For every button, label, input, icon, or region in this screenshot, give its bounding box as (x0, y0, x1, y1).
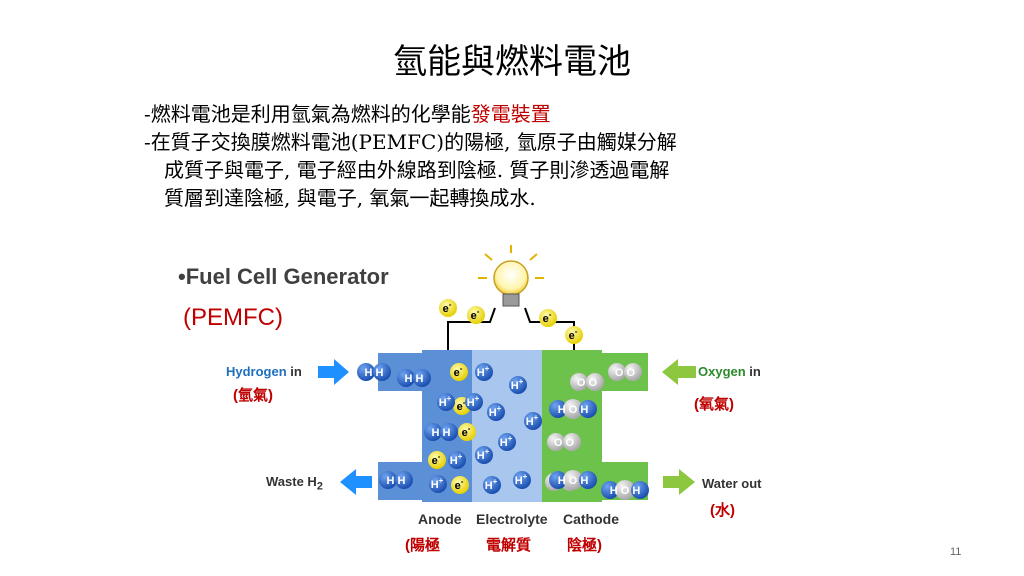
bullet-2-line-2: 成質子與電子, 電子經由外線路到陰極. 質子則滲透過電解 (164, 158, 670, 182)
proton-particle (448, 451, 466, 469)
water-o-atom (563, 399, 583, 419)
pemfc-label: (PEMFC) (183, 304, 283, 331)
hydrogen-molecule-atom (397, 369, 415, 387)
water-h-atom (631, 481, 649, 499)
electron-particle (539, 309, 557, 327)
proton-particle (475, 363, 493, 381)
water-out-arrow (663, 469, 695, 495)
electron-particle (439, 299, 457, 317)
bullet-2-line-3: 質層到達陰極, 與電子, 氧氣一起轉換成水. (164, 186, 536, 210)
bullet-1-text: -燃料電池是利用氫氣為燃料的化學能 (144, 102, 471, 126)
electrolyte-label: Electrolyte (476, 511, 548, 527)
proton-particle (483, 476, 501, 494)
electron-label: e- (462, 424, 471, 439)
bullet-1: -燃料電池是利用氫氣為燃料的化學能發電裝置 (144, 100, 924, 128)
proton-particle (498, 433, 516, 451)
proton-particle (437, 393, 455, 411)
oxygen-molecule-atom (563, 433, 581, 451)
electron-particle (565, 326, 583, 344)
oxygen-in-label: Oxygen in (698, 364, 761, 379)
electron-label: e- (543, 310, 552, 325)
water-h-atom (579, 471, 597, 489)
bullet-list: -燃料電池是利用氫氣為燃料的化學能發電裝置 -在質子交換膜燃料電池(PEMFC)… (144, 100, 924, 212)
oxygen-molecule-label: O O (554, 437, 575, 449)
water-o-atom (563, 470, 583, 490)
water-o-atom (615, 480, 635, 500)
proton-particle (429, 475, 447, 493)
oxygen-molecule-atom (570, 373, 588, 391)
electron-particle (458, 423, 476, 441)
hydrogen-cn-label: (氫氣) (233, 387, 273, 404)
water-h-atom (549, 471, 567, 489)
electron-particle (428, 451, 446, 469)
fuel-cell-heading: •Fuel Cell Generator (178, 264, 389, 289)
electron-label: e- (457, 398, 466, 413)
water-h-atom (549, 400, 567, 418)
hydrogen-molecule-atom (379, 471, 397, 489)
hydrogen-molecule-atom (395, 471, 413, 489)
hydrogen-molecule-atom (413, 369, 431, 387)
proton-particle (513, 471, 531, 489)
anode-label: Anode (418, 511, 462, 527)
hydrogen-molecule-label: H H (365, 367, 384, 379)
electron-label: e- (455, 477, 464, 492)
water-molecule-label: H O H (558, 404, 589, 416)
hydrogen-in-label: Hydrogen in (226, 364, 302, 379)
proton-particle (475, 446, 493, 464)
waste-h2-label: Waste H2 (266, 474, 323, 493)
hydrogen-molecule-label: H H (432, 427, 451, 439)
page-number: 11 (950, 546, 962, 558)
electron-particle (467, 306, 485, 324)
oxygen-molecule-atom (547, 433, 565, 451)
electron-label: e- (432, 452, 441, 467)
oxygen-cn-label: (氧氣) (694, 396, 734, 413)
water-molecule-label: H O H (558, 475, 589, 487)
oxygen-in-arrow (662, 359, 696, 385)
electrolyte-cn-label: 電解質 (486, 537, 532, 554)
hydrogen-molecule-atom (373, 363, 391, 381)
oxygen-molecule-label: O O (577, 377, 598, 389)
hydrogen-molecule-atom (357, 363, 375, 381)
proton-particle (509, 376, 527, 394)
water-h-atom (579, 400, 597, 418)
proton-particle (487, 403, 505, 421)
cathode-cn-label: 陰極) (567, 537, 602, 554)
electron-label: e- (471, 307, 480, 322)
hydrogen-molecule-atom (440, 423, 458, 441)
cathode-label: Cathode (563, 511, 619, 527)
oxygen-molecule-atom (624, 363, 642, 381)
electron-label: e- (569, 327, 578, 342)
proton-particle (465, 393, 483, 411)
electron-label: e- (454, 364, 463, 379)
hydrogen-molecule-atom (424, 423, 442, 441)
bullet-1-highlight: 發電裝置 (470, 102, 551, 126)
light-bulb-icon (478, 245, 544, 307)
anode-cn-label: (陽極 (405, 537, 440, 554)
proton-particle (524, 412, 542, 430)
oxygen-molecule-atom (608, 363, 626, 381)
water-out-label: Water out (702, 476, 762, 491)
oxygen-molecule-label: O O (615, 367, 636, 379)
water-cn-label: (水) (710, 502, 735, 519)
electron-particle (450, 363, 468, 381)
waste-h2-arrow (340, 469, 372, 495)
water-h-atom (601, 481, 619, 499)
electron-label: e- (443, 300, 452, 315)
hydrogen-in-arrow (318, 359, 349, 385)
bullet-2-line-1: -在質子交換膜燃料電池(PEMFC)的陽極, 氫原子由觸媒分解 (144, 130, 677, 154)
electron-particle (451, 476, 469, 494)
slide-title: 氫能與燃料電池 (393, 42, 631, 82)
hydrogen-molecule-label: H H (405, 373, 424, 385)
water-molecule-label: H O H (610, 485, 641, 497)
oxygen-molecule-atom (586, 373, 604, 391)
hydrogen-molecule-label: H H (387, 475, 406, 487)
